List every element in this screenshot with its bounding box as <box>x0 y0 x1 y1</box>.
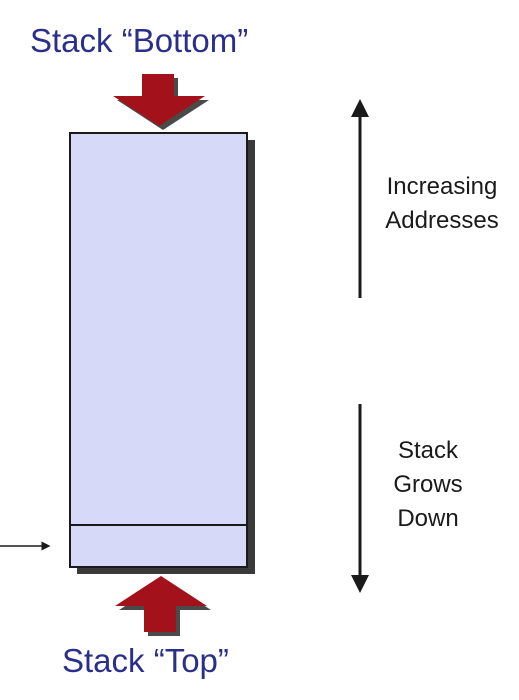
stack-grows-down-label: Stack Grows Down <box>378 434 478 536</box>
increasing-addresses-label: Increasing Addresses <box>374 170 510 238</box>
stack-grows-down-line-3: Down <box>397 505 459 532</box>
top-up-arrow <box>115 576 207 632</box>
stack-grows-down-line-2: Grows <box>393 471 463 498</box>
bottom-down-arrow <box>113 74 205 126</box>
increasing-addresses-line-1: Increasing <box>386 173 498 200</box>
stack-box <box>69 132 248 568</box>
stack-top-title: Stack “Top” <box>62 642 229 679</box>
stack-grows-down-line-1: Stack <box>397 437 459 464</box>
stack-bottom-title: Stack “Bottom” <box>30 22 249 59</box>
increasing-addresses-line-2: Addresses <box>385 207 499 234</box>
